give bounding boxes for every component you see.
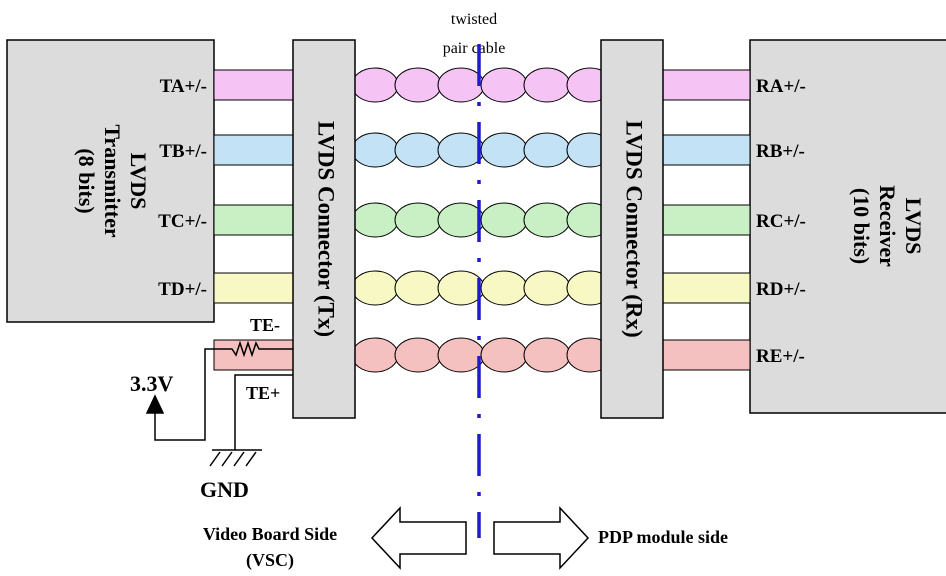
twist-ellipse <box>437 202 485 238</box>
twist-ellipse <box>351 132 399 168</box>
twist-ellipse <box>394 202 442 238</box>
twist-ellipse <box>480 202 528 238</box>
twist-ellipse <box>480 337 528 373</box>
twist-ellipse <box>351 202 399 238</box>
te-minus-label: TE- <box>250 315 280 335</box>
tx-pin-label-4: TD+/- <box>158 279 207 300</box>
receiver-label-line1: LVDS <box>901 198 926 255</box>
right-arrow <box>493 506 590 570</box>
cable-label-line2: pair cable <box>443 40 506 57</box>
tx-connector: LVDS Connector (Tx) <box>292 39 356 419</box>
transmitter-label-line1: LVDS <box>126 153 151 210</box>
twist-ellipse <box>437 67 485 103</box>
tx-strip-3 <box>213 204 294 236</box>
rx-pin-label-2: RB+/- <box>756 141 805 162</box>
te-plus-label: TE+ <box>246 383 280 403</box>
left-side-label-line1: Video Board Side <box>203 524 337 544</box>
tx-connector-label: LVDS Connector (Tx) <box>314 121 339 337</box>
twist-ellipse <box>394 132 442 168</box>
rx-connector: LVDS Connector (Rx) <box>600 39 664 419</box>
receiver-box: LVDS Receiver (10 bits) <box>749 39 946 414</box>
voltage-label: 3.3V <box>130 371 174 396</box>
cable-label-line1: twisted <box>451 11 497 28</box>
transmitter-box: LVDS Transmitter (8 bits) <box>6 39 215 323</box>
receiver-label-line3: (10 bits) <box>849 188 874 264</box>
twist-ellipse <box>523 132 571 168</box>
twist-ellipse <box>394 67 442 103</box>
rx-strip-1 <box>662 69 751 101</box>
tx-strip-4 <box>213 272 294 304</box>
rx-strip-2 <box>662 134 751 166</box>
left-arrow <box>370 506 467 570</box>
rx-pin-label-1: RA+/- <box>756 76 806 97</box>
twist-ellipse <box>480 132 528 168</box>
tx-strip-5 <box>213 339 294 371</box>
twist-ellipse <box>523 67 571 103</box>
right-side-label: PDP module side <box>598 527 728 547</box>
twist-ellipse <box>437 132 485 168</box>
twist-ellipse <box>523 337 571 373</box>
twist-ellipse <box>351 270 399 306</box>
termination-circuit <box>145 340 293 467</box>
rx-pin-label-5: RE+/- <box>756 346 805 367</box>
channel-1: TA+/- RA+/- <box>160 67 806 103</box>
rx-strip-3 <box>662 204 751 236</box>
rx-pin-label-3: RC+/- <box>756 211 806 232</box>
tx-pin-label-2: TB+/- <box>159 141 207 162</box>
tx-strip-1 <box>213 69 294 101</box>
twist-ellipse <box>523 202 571 238</box>
transmitter-label-line2: Transmitter <box>100 124 125 237</box>
receiver-label-line2: Receiver <box>875 185 900 267</box>
tx-pin-label-3: TC+/- <box>158 211 207 232</box>
transmitter-label-line3: (8 bits) <box>74 148 99 213</box>
twist-ellipse <box>437 337 485 373</box>
left-side-label-line2: (VSC) <box>246 550 294 571</box>
twist-ellipse <box>351 337 399 373</box>
channel-4: TD+/- RD+/- <box>158 270 806 306</box>
twist-ellipse <box>394 270 442 306</box>
twist-ellipse <box>523 270 571 306</box>
ground-label: GND <box>200 477 249 502</box>
twist-ellipse <box>394 337 442 373</box>
tx-strip-2 <box>213 134 294 166</box>
rx-pin-label-4: RD+/- <box>756 279 806 300</box>
channel-2: TB+/- RB+/- <box>159 132 805 168</box>
tx-pin-label-1: TA+/- <box>160 76 207 97</box>
rx-connector-label: LVDS Connector (Rx) <box>622 120 647 337</box>
channel-3: TC+/- RC+/- <box>158 202 806 238</box>
rx-strip-4 <box>662 272 751 304</box>
twist-ellipse <box>480 270 528 306</box>
twist-ellipse <box>480 67 528 103</box>
rx-strip-5 <box>662 339 751 371</box>
twist-ellipse <box>351 67 399 103</box>
twist-ellipse <box>437 270 485 306</box>
